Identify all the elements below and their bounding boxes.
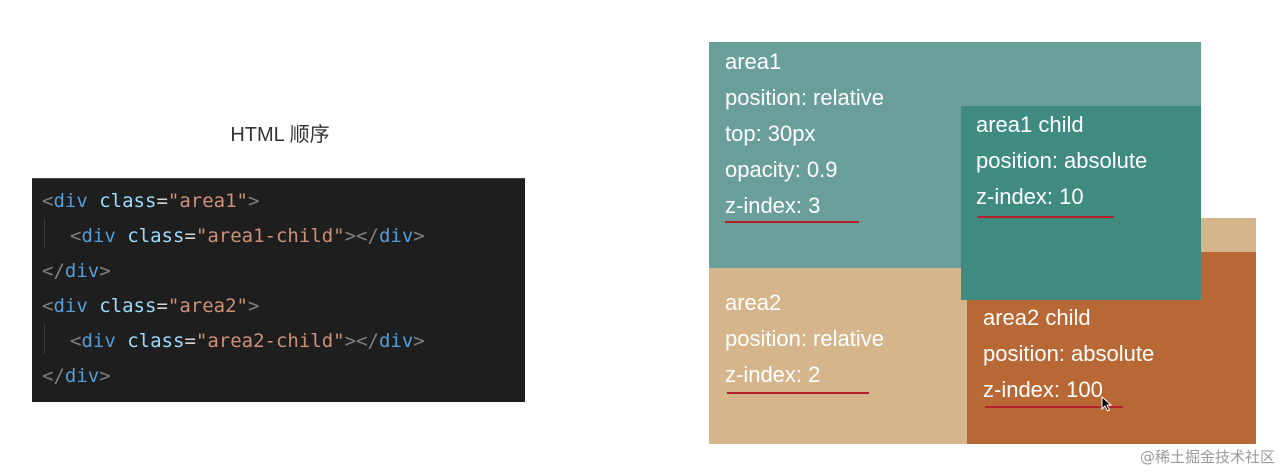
code-token: = [184,330,196,352]
code-token: > [413,225,425,247]
code-token: div [53,190,88,212]
code-token: > [413,330,425,352]
area2-child-line: position: absolute [983,341,1155,366]
code-token: div [64,260,100,282]
code-token: div [64,365,100,387]
area1-line: position: relative [725,85,884,110]
code-token: </ [42,365,65,387]
area1-child-line: position: absolute [976,148,1148,173]
code-token: "area1-child" [195,225,345,247]
z-index-underline [985,406,1123,408]
code-token: div [81,225,116,247]
mouse-cursor-icon [1101,396,1113,412]
code-token: > [99,260,111,282]
code-token: > [247,190,260,212]
area1-child-line: area1 child [976,112,1084,137]
code-token: class [99,190,157,212]
code-token: < [70,225,82,247]
code-token: > [247,295,260,317]
code-token: div [53,295,88,317]
area2-child-line: z-index: 100 [983,377,1103,402]
code-token: "area1" [167,190,248,212]
area2-line: area2 [725,290,782,315]
area1-child-box: area1 child position: absolute z-index: … [961,106,1201,300]
code-line-4: <div class="area2"> [42,292,259,320]
code-line-1: <div class="area1"> [42,187,259,215]
indent-guide [44,324,45,354]
code-token: = [156,190,168,212]
code-token: < [42,190,54,212]
code-token: div [81,330,116,352]
code-line-2: <div class="area1-child"></div> [70,222,425,250]
code-line-5: <div class="area2-child"></div> [70,327,425,355]
area2-child-line: area2 child [983,305,1091,330]
area1-line: top: 30px [725,121,816,146]
code-token: = [156,295,168,317]
z-index-underline [727,392,869,394]
area1-line: area1 [725,49,782,74]
area1-child-line: z-index: 10 [976,184,1084,209]
code-token: ></ [344,225,379,247]
code-token: < [42,295,54,317]
code-token: > [99,365,111,387]
code-token: div [378,225,414,247]
code-token: class [127,330,185,352]
indent-guide [44,219,45,249]
code-caption: HTML 顺序 [230,124,330,146]
z-index-underline [978,216,1114,218]
code-block: <div class="area1"> <div class="area1-ch… [32,178,525,402]
code-token: "area2-child" [195,330,345,352]
code-token: class [99,295,157,317]
z-index-underline [725,221,859,223]
code-token: class [127,225,185,247]
area2-line: z-index: 2 [725,362,821,387]
code-token: = [184,225,196,247]
code-token: div [378,330,414,352]
area1-line: z-index: 3 [725,193,821,218]
area2-line: position: relative [725,326,884,351]
code-token: "area2" [167,295,248,317]
code-token: </ [42,260,65,282]
code-token: < [70,330,82,352]
watermark: @稀土掘金技术社区 [1139,448,1275,466]
code-line-3: </div> [42,257,111,285]
area1-line: opacity: 0.9 [725,157,838,182]
code-token: ></ [344,330,379,352]
code-line-6: </div> [42,362,111,390]
